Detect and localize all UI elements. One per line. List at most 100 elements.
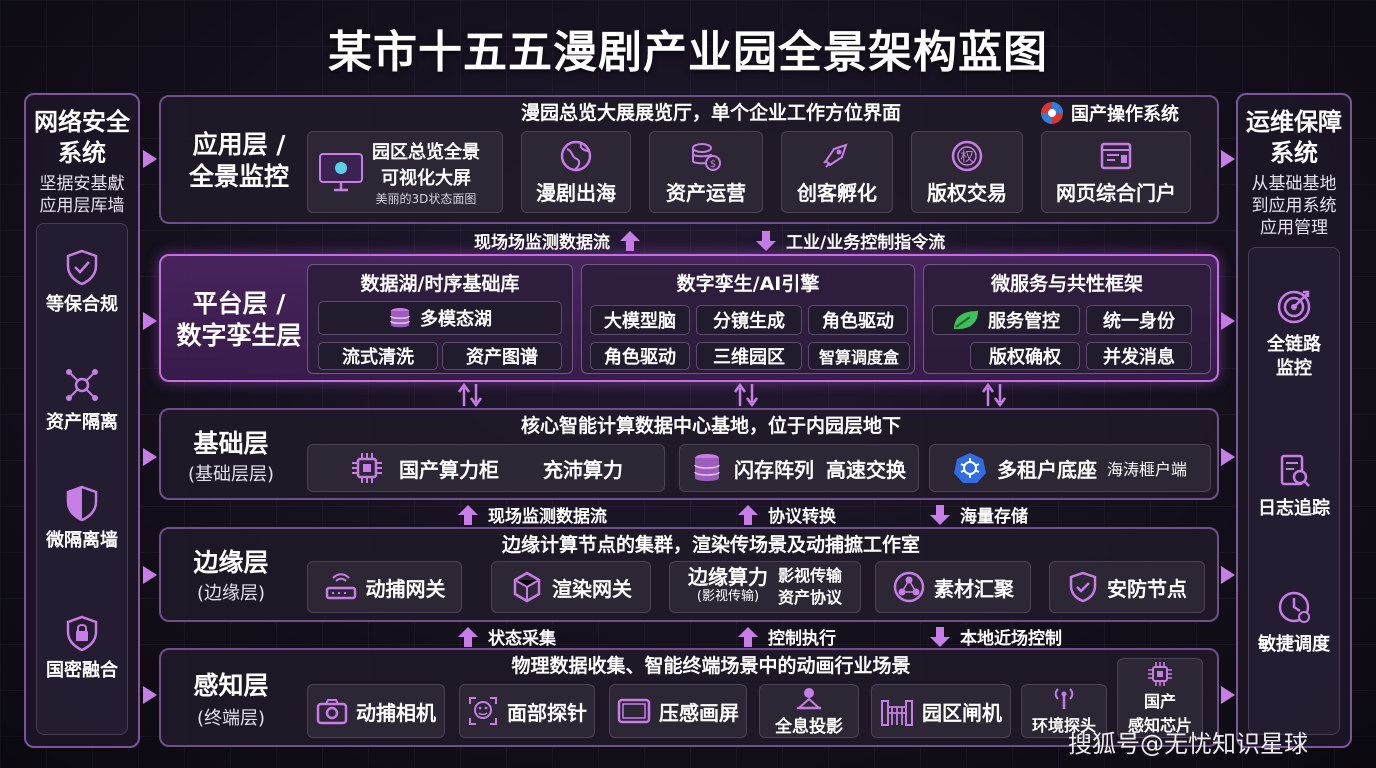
panel-data-lake: 数据湖/时序基础库 多模态湖 流式清洗 资产图谱 [307,264,573,374]
platform-layer: 平台层 / 数字孪生层 数据湖/时序基础库 多模态湖 流式清洗 资产图谱 数字孪… [159,254,1219,382]
edge-card-security[interactable]: 安防节点 [1049,561,1205,613]
base-card-compute[interactable]: 国产算力柜 充沛算力 [307,444,665,492]
flow-up-label: 现场场监测数据流 [474,228,642,253]
right-item-logs[interactable]: 日志追踪 [1238,451,1350,521]
right-item-schedule[interactable]: 敏捷调度 [1238,587,1350,657]
sense-card-label: 国产 [1143,692,1176,711]
right-item-monitor[interactable]: 全链路 监控 [1238,287,1350,381]
pill-label: 角色驱动 [604,347,676,368]
base-card-flash[interactable]: 闪存阵列 高速交换 [679,444,919,492]
edge-layer-header: 边缘计算节点的集群，渲染传场景及动捕摭工作室 [501,534,920,556]
database-icon [694,454,720,481]
pill-compute-scheduler[interactable]: 智算调度盒 [808,342,910,370]
pill-label: 流式清洗 [342,347,414,368]
app-layer-name-1: 应用层 / [192,130,286,159]
pill-label: 服务管控 [988,311,1060,332]
half-shield-icon [66,485,98,522]
base-card-extra: 高速交换 [826,457,906,482]
right-arrow-icon [1221,312,1235,330]
left-arrow-icon [143,448,157,466]
pill-3d-park[interactable]: 三维园区 [696,342,802,370]
edge-card-material[interactable]: 素材汇聚 [875,561,1031,613]
app-card-incubation[interactable]: 创客孵化 [781,131,893,213]
arrow-up-icon [458,626,478,647]
right-panel-sub-3: 应用管理 [1260,218,1328,238]
edge-card-mocap-gateway[interactable]: 动捕网关 [307,561,462,613]
pill-label: 大模型脑 [604,311,676,332]
arrow-up-icon [738,504,758,525]
sense-card-hologram[interactable]: 全息投影 [759,684,859,738]
database-icon [390,308,410,328]
edge-card-compute[interactable]: 边缘算力 (影视传输) 影视传输 资产协议 [669,561,861,613]
overview-screen-card[interactable]: 园区总览全景 可视化大屏 美丽的3D状态面图 [307,131,503,213]
app-card-overseas[interactable]: 漫剧出海 [521,131,631,213]
pill-label: 角色驱动 [822,311,894,332]
sense-card-label: 感知芯片 [1127,716,1192,735]
pill-stream-clean[interactable]: 流式清洗 [318,342,438,370]
base-card-label: 国产算力柜 [399,457,499,482]
chip-icon [352,453,382,483]
sense-card-label: 压感画屏 [659,700,739,725]
left-item-label: 国密融合 [46,660,118,681]
edge-card-label: 安防节点 [1107,576,1187,601]
right-panel-sub-1: 从基础基地 [1251,174,1337,194]
sense-card-pressure-screen[interactable]: 压感画屏 [609,684,747,738]
pill-label: 多模态湖 [420,309,492,330]
pill-character-drive[interactable]: 角色驱动 [808,305,908,335]
sense-card-sensor-chip[interactable]: 国产 感知芯片 [1117,658,1203,738]
base-card-extra: 充沛算力 [543,457,623,482]
sense-card-mocap-camera[interactable]: 动捕相机 [307,684,445,738]
network-nodes-icon [66,369,98,401]
left-item-micro-wall[interactable]: 微隔离墙 [26,483,138,553]
chip-icon [1148,662,1172,686]
base-card-tenant[interactable]: 多租户底座 海涛榧户端 [929,444,1211,492]
arrow-down-icon [930,504,950,525]
sense-card-gate[interactable]: 园区闸机 [871,684,1011,738]
rocket-icon [823,142,848,168]
app-card-portal[interactable]: 网页综合门户 [1041,131,1191,213]
flow2-b: 协议转换 [736,502,836,527]
flow-down-label: 工业/业务控制指令流 [754,228,945,253]
web-portal-icon [1100,142,1132,169]
left-item-crypto[interactable]: 国密融合 [26,613,138,683]
arrow-up-icon [620,230,640,251]
pill-asset-graph[interactable]: 资产图谱 [442,342,562,370]
base-card-label: 闪存阵列 [734,457,814,482]
pill-copyright-confirm[interactable]: 版权确权 [970,342,1080,370]
sense-card-label: 全息投影 [775,716,843,737]
edge-card-extra: 影视传输 [777,566,842,585]
pill-label: 统一身份 [1103,311,1175,332]
sense-layer: 感知层 (终端层) 物理数据收集、智能终端场景中的动画行业场景 动捕相机 面部探… [159,648,1219,747]
left-item-compliance[interactable]: 等保合规 [26,247,138,317]
pill-unified-identity[interactable]: 统一身份 [1086,305,1192,335]
screen-card-line2: 可视化大屏 [381,167,471,189]
bidirectional-arrow-icon [457,382,483,408]
pill-storyboard[interactable]: 分镜生成 [696,305,802,335]
left-arrow-icon [143,312,157,330]
sense-card-face-probe[interactable]: 面部探针 [459,684,595,738]
app-card-label: 漫剧出海 [536,180,616,205]
flow3-b-text: 控制执行 [768,629,836,649]
edge-card-render-gateway[interactable]: 渲染网关 [491,561,651,613]
flow2-c: 海量存储 [928,502,1028,527]
edge-layer-sub: (边缘层) [196,583,266,604]
os-logo-icon [1041,102,1063,124]
panel-digital-twin: 数字孪生/AI引擎 大模型脑 分镜生成 角色驱动 角色驱动 三维园区 智算调度盒 [581,264,915,374]
edge-card-label: 渲染网关 [552,576,632,601]
app-card-assets[interactable]: $ 资产运营 [649,131,763,213]
right-panel-title-1: 运维保障 [1246,108,1342,136]
app-card-copyright[interactable]: 权 版权交易 [911,131,1023,213]
hologram-icon [796,687,822,709]
pill-character-drive-2[interactable]: 角色驱动 [590,342,690,370]
pill-multimodal-lake[interactable]: 多模态湖 [318,301,562,335]
pill-service-control[interactable]: 服务管控 [932,305,1080,335]
pill-concurrent-msg[interactable]: 并发消息 [1086,342,1192,370]
arrow-up-icon [458,504,478,525]
left-item-isolation[interactable]: 资产隔离 [26,365,138,435]
sense-card-env-probe[interactable]: 环境探头 [1021,684,1107,738]
sense-card-label: 园区闸机 [922,700,1002,725]
arrow-up-icon [738,626,758,647]
pill-big-model[interactable]: 大模型脑 [590,305,690,335]
panel-micro-title: 微服务与共性框架 [990,273,1143,295]
right-arrow-icon [1221,150,1235,168]
